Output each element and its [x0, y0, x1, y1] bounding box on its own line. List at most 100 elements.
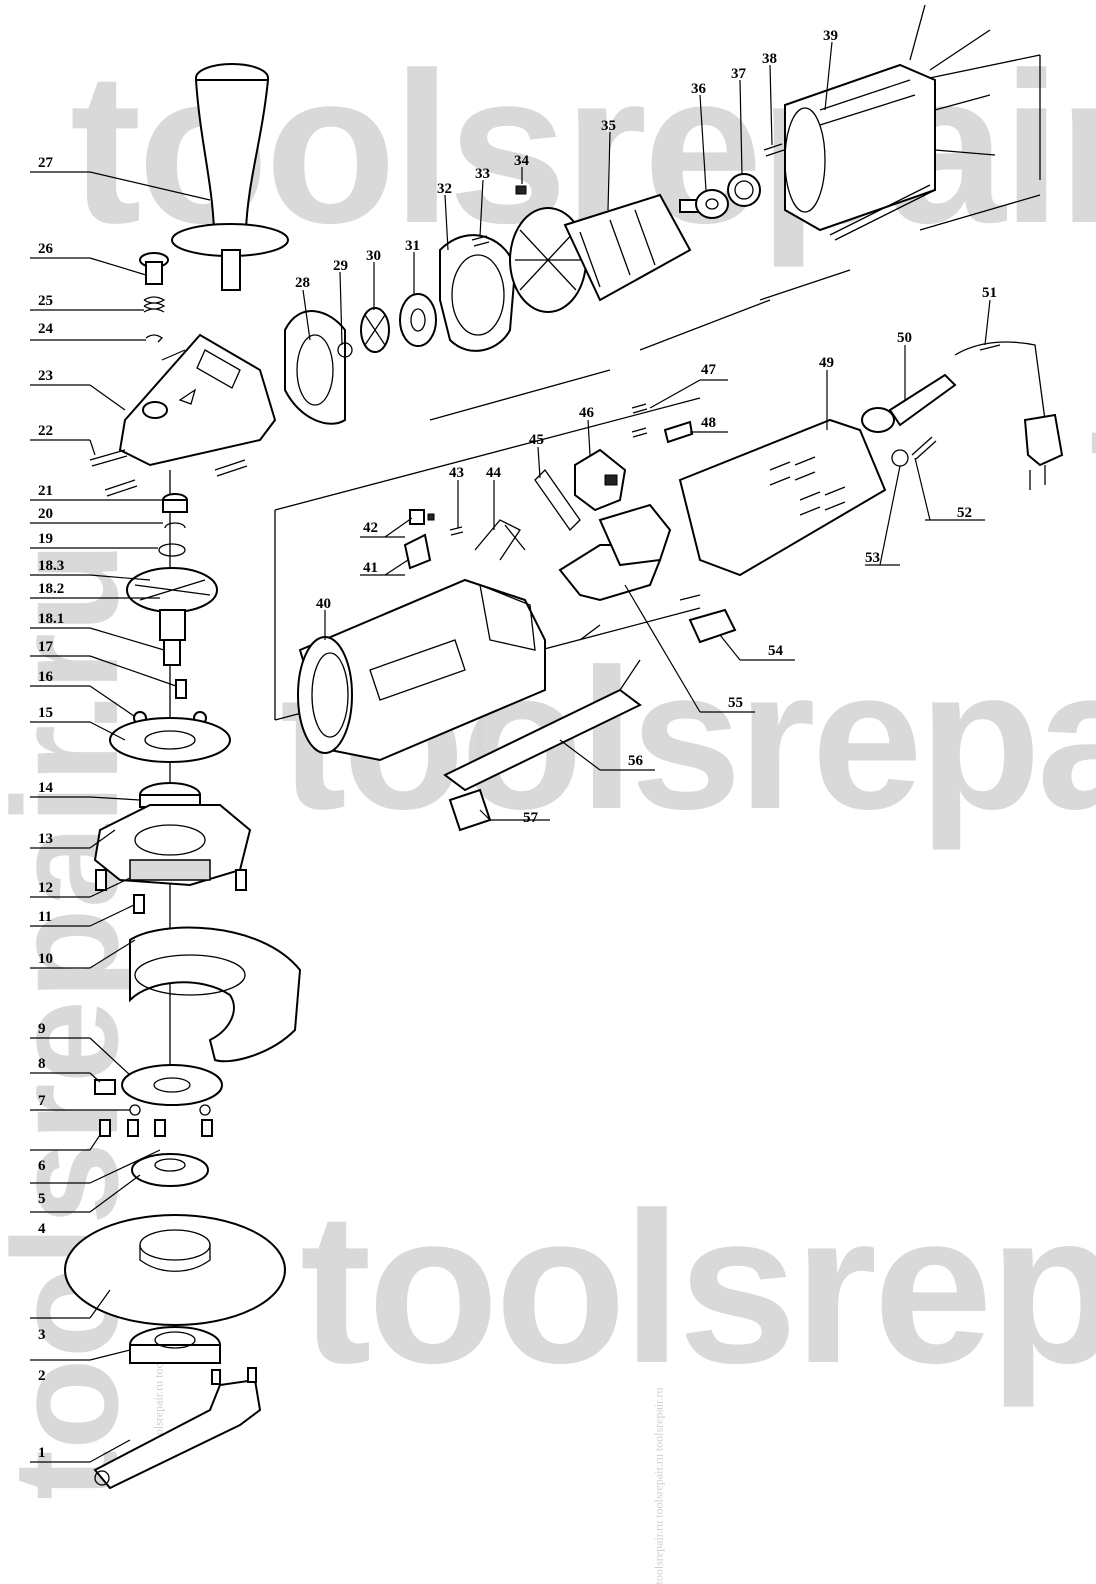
label-16: 16 [38, 669, 54, 685]
label-41: 41 [363, 560, 378, 576]
label-3: 3 [38, 1327, 46, 1343]
part-13-bearing-flange [93, 804, 252, 887]
label-25: 25 [38, 293, 53, 309]
part-22-screws [89, 449, 248, 497]
label-13: 13 [38, 831, 53, 847]
part-53-washer [891, 449, 909, 467]
label-35: 35 [601, 118, 616, 134]
exploded-view-drawing: 1 2 3 4 5 6 7 8 9 10 11 12 13 14 15 16 1… [30, 4, 1064, 1490]
part-23-gear-cover [118, 333, 277, 467]
part-40-motor-housing [297, 578, 546, 762]
part-10-wheel-guard [129, 926, 302, 1063]
label-47: 47 [701, 362, 717, 378]
part-35-armature [509, 193, 701, 313]
part-7-washers [129, 1104, 211, 1116]
label-24: 24 [38, 321, 54, 337]
label-9: 9 [38, 1021, 46, 1037]
label-20: 20 [38, 506, 53, 522]
label-1: 1 [38, 1445, 46, 1461]
part-17-screw [175, 679, 187, 699]
label-50: 50 [897, 330, 912, 346]
part-14-bearing [139, 782, 201, 808]
part-38-screw [763, 143, 785, 157]
label-18-3: 18.3 [38, 558, 64, 574]
part-56-switch-rod [443, 624, 642, 792]
label-18-2: 18.2 [38, 581, 64, 597]
label-31: 31 [405, 238, 420, 254]
label-40: 40 [316, 596, 331, 612]
part-28-air-guide-ring [284, 310, 346, 425]
label-17: 17 [38, 639, 54, 655]
part-27-side-handle [171, 63, 289, 291]
part-43-screw [449, 526, 464, 536]
part-32-baffle [439, 234, 517, 352]
label-36: 36 [691, 81, 707, 97]
label-14: 14 [38, 780, 54, 796]
label-11: 11 [38, 909, 52, 925]
part-24-clip [145, 334, 163, 343]
label-45: 45 [529, 432, 544, 448]
part-48-cord-clamp [663, 420, 694, 444]
label-42: 42 [363, 520, 378, 536]
label-8: 8 [38, 1056, 46, 1072]
label-54: 54 [768, 643, 784, 659]
part-52-screw [911, 436, 937, 460]
part-51-power-cord [954, 341, 1064, 490]
label-33: 33 [475, 166, 490, 182]
part-50-cord-sleeve [861, 373, 957, 433]
part-19-washer [158, 543, 186, 557]
label-29: 29 [333, 258, 348, 274]
part-45-switch-lever [534, 468, 581, 532]
part-55-switch-housing [558, 503, 672, 602]
label-12: 12 [38, 880, 53, 896]
part-46-switch [574, 448, 627, 512]
part-57-carbon-brush [448, 788, 492, 832]
label-15: 15 [38, 705, 53, 721]
label-49: 49 [819, 355, 834, 371]
part-30-pinion [360, 307, 390, 353]
part-18-bevel-gear [126, 567, 218, 666]
label-38: 38 [762, 51, 777, 67]
part-1-spanner [93, 1367, 262, 1490]
label-23: 23 [38, 368, 53, 384]
part-49-rear-housing [678, 418, 887, 577]
part-11-screw [133, 894, 145, 914]
part-47-screws [631, 403, 648, 438]
label-28: 28 [295, 275, 310, 291]
part-9-guard-clamp [121, 1064, 223, 1106]
label-51: 51 [982, 285, 997, 301]
part-20-circlip [164, 522, 186, 529]
part-2-clamp-nut [129, 1326, 221, 1364]
label-19: 19 [38, 531, 53, 547]
label-43: 43 [449, 465, 464, 481]
label-30: 30 [366, 248, 381, 264]
part-6-screws [99, 1119, 213, 1137]
part-54-capacitor [679, 594, 737, 644]
part-15-bearing-plate [109, 717, 231, 763]
label-37: 37 [731, 66, 747, 82]
part-37-bearing-sleeve [727, 173, 761, 207]
part-21-sleeve [162, 493, 188, 513]
label-32: 32 [437, 181, 452, 197]
label-6: 6 [38, 1158, 46, 1174]
label-56: 56 [628, 753, 644, 769]
part-39-stator [784, 4, 996, 241]
label-39: 39 [823, 28, 838, 44]
part-33-screw [471, 235, 490, 247]
label-2: 2 [38, 1368, 46, 1384]
label-26: 26 [38, 241, 54, 257]
part-44-brush-holder [474, 519, 526, 561]
label-53: 53 [865, 550, 880, 566]
label-55: 55 [728, 695, 743, 711]
label-4: 4 [38, 1221, 46, 1237]
part-3-grinding-disc [64, 1214, 286, 1326]
label-44: 44 [486, 465, 502, 481]
part-34-key [515, 185, 527, 195]
label-7: 7 [38, 1093, 46, 1109]
part-41-bracket [403, 533, 432, 570]
part-8-nut [94, 1079, 116, 1095]
label-22: 22 [38, 423, 53, 439]
label-34: 34 [514, 153, 530, 169]
part-36-bearing [695, 189, 729, 219]
